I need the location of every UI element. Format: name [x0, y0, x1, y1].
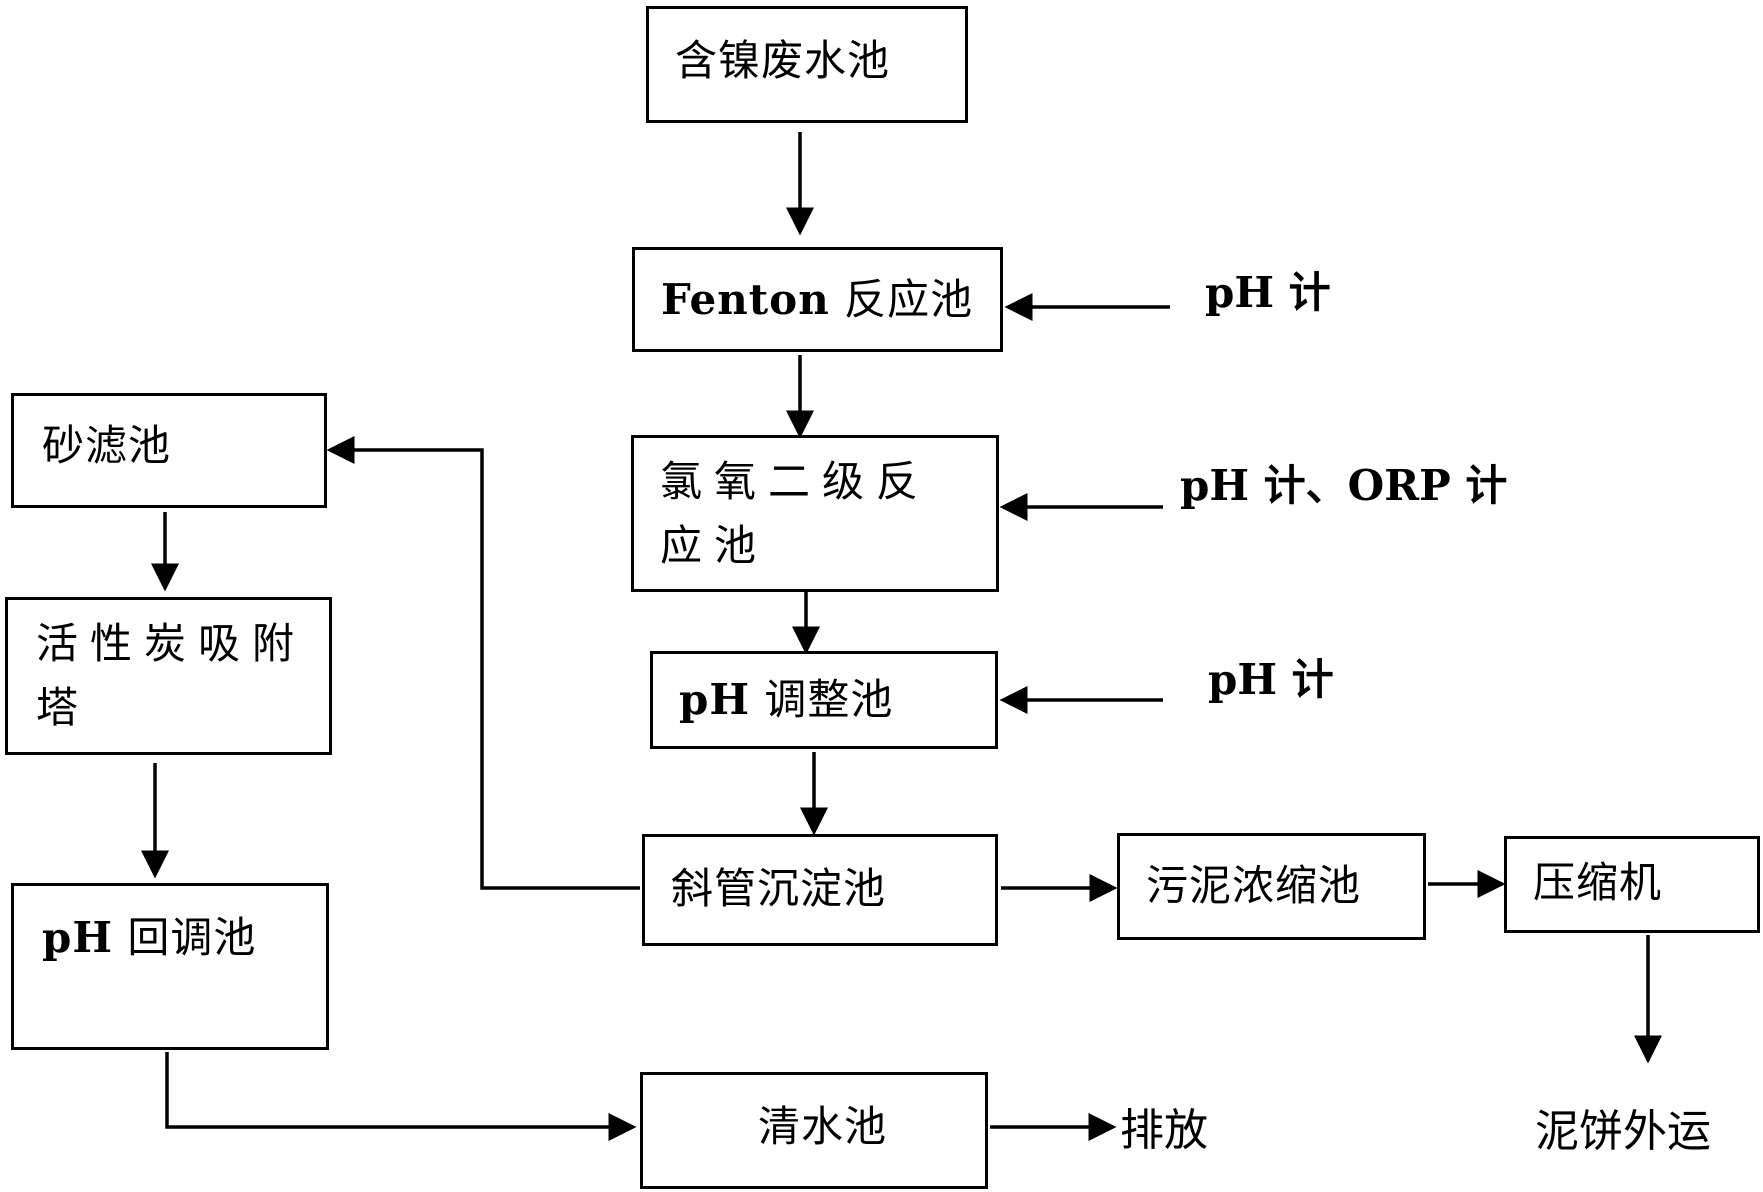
sludge-thickener: 污泥浓缩池	[1117, 833, 1426, 940]
sludge-thickener-label: 污泥浓缩池	[1146, 861, 1362, 910]
ph-adjustment-tank-label-latin: pH	[679, 675, 751, 724]
ph-adjustment-tank: pH 调整池	[650, 651, 998, 749]
inclined-tube-settler: 斜管沉淀池	[642, 834, 998, 946]
activated-carbon-tower-label: 活性炭吸附塔	[36, 619, 307, 732]
fenton-reaction-tank-label-latin: Fenton	[661, 275, 830, 324]
ph-adjustment-tank-label: pH 调整池	[679, 668, 977, 732]
ph-adjustment-tank-label-cjk: 调整池	[750, 675, 894, 724]
chlorine-oxygen-reaction-tank-label: 氯氧二级反应池	[660, 457, 931, 570]
sludge-cake-transport-label: 泥饼外运	[1535, 1106, 1711, 1157]
arrow-settler-to-sand-filter	[326, 436, 640, 890]
inclined-tube-settler-label: 斜管沉淀池	[671, 864, 887, 913]
sand-filter-tank: 砂滤池	[11, 393, 327, 508]
fenton-reaction-tank-label: Fenton 反应池	[661, 268, 982, 332]
ph-readjustment-tank-label: pH 回调池	[42, 906, 308, 970]
ph-readjustment-tank: pH 回调池	[11, 883, 329, 1050]
discharge-label: 排放	[1120, 1105, 1208, 1156]
clear-water-tank: 清水池	[640, 1072, 988, 1189]
ph-readjustment-tank-label-cjk: 回调池	[113, 913, 257, 962]
chlorine-oxygen-reaction-tank: 氯氧二级反应池	[631, 435, 999, 592]
ph-adjust-ph-meter-label: pH 计	[1208, 655, 1334, 704]
nickel-wastewater-tank-label: 含镍废水池	[675, 36, 891, 85]
nickel-wastewater-tank: 含镍废水池	[646, 6, 968, 123]
fenton-reaction-tank: Fenton 反应池	[632, 247, 1003, 352]
chlorine-ph-orp-meter-label: pH 计、ORP 计	[1180, 461, 1508, 510]
arrow-ph-readjust-to-clear-water	[165, 1052, 637, 1141]
fenton-reaction-tank-label-cjk: 反应池	[829, 275, 974, 324]
activated-carbon-tower: 活性炭吸附塔	[5, 597, 332, 755]
sand-filter-tank-label: 砂滤池	[42, 421, 172, 470]
clear-water-tank-label: 清水池	[758, 1102, 888, 1151]
compressor: 压缩机	[1504, 836, 1760, 933]
fenton-ph-meter-label: pH 计	[1205, 268, 1331, 317]
compressor-label: 压缩机	[1533, 858, 1663, 907]
ph-readjustment-tank-label-latin: pH	[42, 913, 114, 962]
